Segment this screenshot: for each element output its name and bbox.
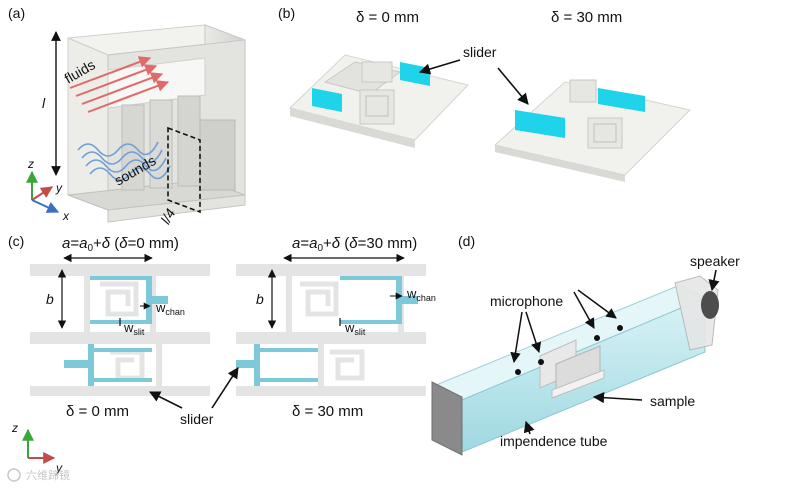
microphone-dot xyxy=(515,369,521,375)
impedance-tube xyxy=(431,275,719,456)
channel xyxy=(90,276,146,280)
schematic-delta-thirty xyxy=(236,264,426,396)
channel xyxy=(256,378,318,382)
channel xyxy=(340,320,396,324)
axes-a: z y x xyxy=(26,157,70,223)
microphone-dot xyxy=(538,359,544,365)
fluid-arrow xyxy=(87,80,170,113)
speaker-label: speaker xyxy=(690,253,740,269)
slider-pointer-b-right xyxy=(497,67,529,105)
microphone-pointer xyxy=(577,289,617,319)
delta-thirty-label-b: δ = 30 mm xyxy=(551,9,622,26)
sound-wave xyxy=(89,165,171,181)
microphone-dot xyxy=(617,325,623,331)
microphone-label: microphone xyxy=(490,293,563,309)
channel xyxy=(402,296,418,304)
channel xyxy=(90,378,152,382)
delta-zero-label-b: δ = 0 mm xyxy=(356,9,419,26)
delta-thirty-label-c: δ = 30 mm xyxy=(292,403,363,420)
schematic-delta-zero xyxy=(30,264,210,396)
axis-y-label: y xyxy=(55,181,63,195)
fluid-arrows xyxy=(69,56,170,113)
sound-wave xyxy=(85,157,167,173)
fluid-arrow xyxy=(69,56,152,89)
slider-pointer-c-left xyxy=(148,391,183,409)
sound-wave xyxy=(81,149,163,165)
fluid-arrow xyxy=(81,72,164,105)
w-slit-label-left: wslit xyxy=(123,320,145,337)
watermark-text: 六维蹄镜 xyxy=(26,468,70,482)
w-slit-label-right: wslit xyxy=(344,320,366,337)
microphone-dot xyxy=(594,335,600,341)
slider-block xyxy=(312,88,342,112)
channel xyxy=(340,276,396,280)
channel xyxy=(90,348,152,352)
speaker-driver xyxy=(701,291,719,319)
w-chan-label-left: wchan xyxy=(155,300,185,317)
sample-label: sample xyxy=(650,393,695,409)
formula-right: a=a0+δ (δ=30 mm) xyxy=(292,235,417,254)
slider-label-c: slider xyxy=(180,411,214,427)
model-delta-thirty xyxy=(493,79,691,182)
microphone-pointer xyxy=(510,311,523,364)
panel-d: (d) speaker microphone sa xyxy=(431,233,740,456)
slider-pointer-b-left xyxy=(418,59,461,75)
panel-b-label: (b) xyxy=(278,5,295,21)
slider-label-b: slider xyxy=(463,44,497,60)
channel xyxy=(236,360,254,368)
slider-block xyxy=(515,110,565,138)
b-label-right: b xyxy=(256,291,264,307)
axis-y-label-c: y xyxy=(55,461,63,475)
axes-c: z y xyxy=(11,421,63,475)
panel-c: (c) a=a0+δ (δ=0 mm) b xyxy=(8,233,436,475)
w-chan-label-right: wchan xyxy=(406,286,436,303)
sound-wave xyxy=(77,141,159,157)
tube-label: impendence tube xyxy=(500,433,608,449)
channel xyxy=(396,276,402,324)
resonator-box xyxy=(67,24,246,223)
sound-waves xyxy=(77,141,171,181)
panel-a: (a) fluids xyxy=(8,5,246,227)
tube-pointer xyxy=(523,420,535,435)
microphone-pointer xyxy=(525,311,542,353)
channel xyxy=(64,360,88,368)
b-label-left: b xyxy=(46,291,54,307)
watermark: 六维蹄镜 xyxy=(7,468,70,482)
panel-c-label: (c) xyxy=(8,233,24,249)
slider-block xyxy=(598,88,645,112)
fluid-arrow xyxy=(75,64,158,97)
channel xyxy=(90,320,146,324)
quarter-region xyxy=(167,126,201,214)
channel xyxy=(88,344,94,386)
microphone-pointer xyxy=(573,291,595,329)
quarter-label: l/4 xyxy=(157,206,178,227)
axis-z-label-c: z xyxy=(11,421,18,435)
watermark-logo-icon xyxy=(7,468,21,482)
axis-x-label: x xyxy=(62,209,70,223)
sample-pointer xyxy=(592,392,643,404)
tube-end-cap xyxy=(431,381,463,456)
channel xyxy=(254,344,260,386)
slider-pointer-c-right xyxy=(211,367,239,409)
channel xyxy=(146,276,152,324)
length-label: l xyxy=(42,95,46,111)
channel xyxy=(256,348,318,352)
panel-a-label: (a) xyxy=(8,5,25,21)
delta-zero-label-c: δ = 0 mm xyxy=(66,403,129,420)
panel-d-label: (d) xyxy=(458,233,475,249)
channel xyxy=(152,296,168,304)
formula-left: a=a0+δ (δ=0 mm) xyxy=(62,235,179,254)
axis-z-label: z xyxy=(27,157,34,171)
speaker-pointer xyxy=(708,269,720,292)
panel-b: (b) δ = 0 mm δ = 30 mm slider xyxy=(278,5,691,182)
model-delta-zero xyxy=(289,54,469,148)
